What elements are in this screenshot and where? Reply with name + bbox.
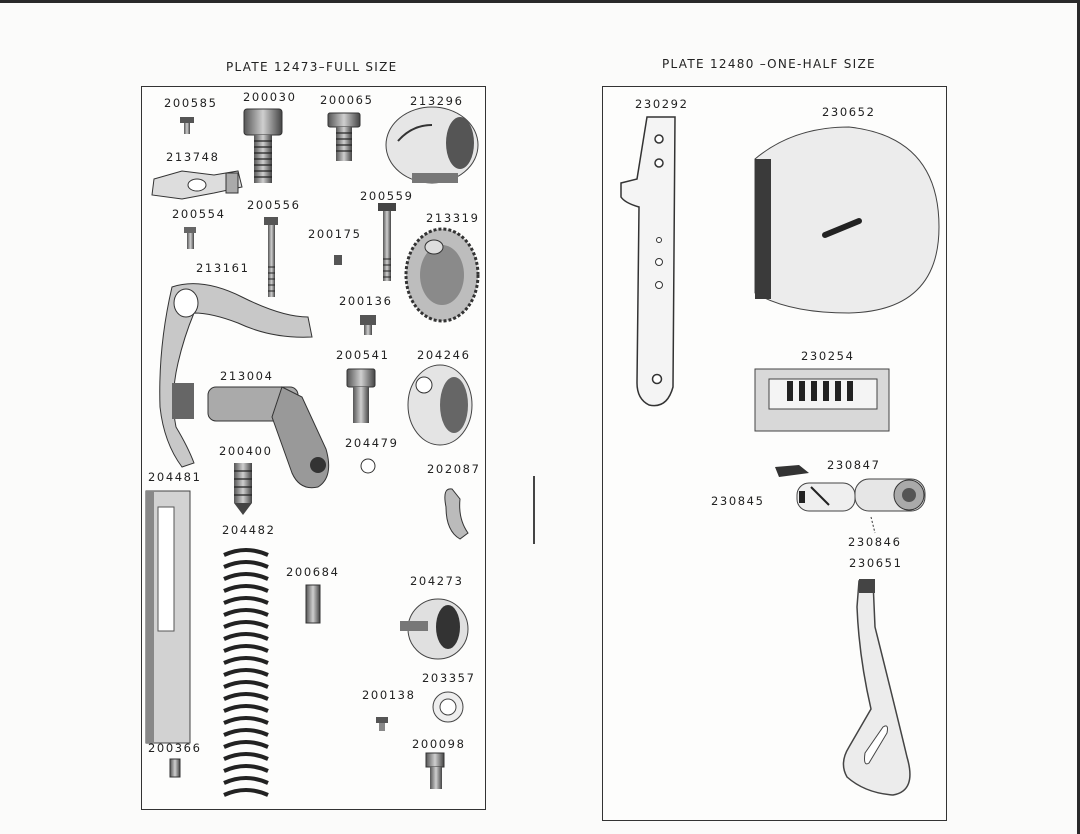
part-230845-illustration (796, 482, 856, 512)
part-label-204273: 204273 (410, 574, 464, 588)
part-230292-illustration (620, 116, 676, 407)
part-230847-illustration (775, 465, 809, 477)
scan-mark (533, 476, 535, 544)
part-label-200138: 200138 (362, 688, 416, 702)
part-label-200175: 200175 (308, 227, 362, 241)
page-border-top (0, 0, 1080, 3)
part-label-200556: 200556 (247, 198, 301, 212)
part-200554-illustration (184, 227, 196, 249)
part-label-204481: 204481 (148, 470, 202, 484)
part-230651-illustration (842, 579, 911, 796)
part-label-230651: 230651 (849, 556, 903, 570)
part-200541-illustration (346, 368, 376, 423)
part-label-200030: 200030 (243, 90, 297, 104)
part-label-213161: 213161 (196, 261, 250, 275)
part-label-200684: 200684 (286, 565, 340, 579)
part-230254-illustration (754, 368, 890, 432)
part-213161-illustration (159, 283, 313, 468)
part-label-200065: 200065 (320, 93, 374, 107)
part-204273-illustration (400, 598, 469, 660)
part-label-200559: 200559 (360, 189, 414, 203)
part-label-200541: 200541 (336, 348, 390, 362)
part-200030-illustration (243, 108, 283, 183)
part-label-230845: 230845 (711, 494, 765, 508)
part-label-204482: 204482 (222, 523, 276, 537)
part-label-202087: 202087 (427, 462, 481, 476)
part-213296-illustration (385, 106, 479, 184)
part-204482-illustration (223, 548, 269, 797)
part-230846-illustration (854, 478, 926, 534)
part-label-230254: 230254 (801, 349, 855, 363)
part-213004-illustration (207, 386, 330, 489)
part-200585-illustration (180, 117, 194, 134)
part-213748-illustration (151, 170, 243, 200)
part-213319-illustration (404, 227, 480, 323)
part-label-200366: 200366 (148, 741, 202, 755)
part-label-204246: 204246 (417, 348, 471, 362)
part-label-213004: 213004 (220, 369, 274, 383)
part-200366-illustration (169, 758, 181, 778)
part-label-230292: 230292 (635, 97, 689, 111)
part-label-203357: 203357 (422, 671, 476, 685)
right-plate-title: PLATE 12480 –ONE-HALF SIZE (662, 57, 876, 71)
part-label-200400: 200400 (219, 444, 273, 458)
right-plate-parts-illustration (620, 116, 940, 796)
part-label-230847: 230847 (827, 458, 881, 472)
part-200138-illustration (376, 717, 388, 731)
part-label-213748: 213748 (166, 150, 220, 164)
part-200098-illustration (425, 752, 445, 789)
part-label-200136: 200136 (339, 294, 393, 308)
part-label-213296: 213296 (410, 94, 464, 108)
part-label-200098: 200098 (412, 737, 466, 751)
part-label-213319: 213319 (426, 211, 480, 225)
part-230652-illustration (754, 126, 940, 314)
part-200400-illustration (234, 463, 252, 515)
left-plate-title: PLATE 12473–FULL SIZE (226, 60, 398, 74)
part-204246-illustration (407, 364, 473, 446)
part-204479-illustration (360, 458, 376, 474)
part-label-230652: 230652 (822, 105, 876, 119)
part-200175-illustration (334, 255, 342, 265)
left-plate-parts-illustration (145, 106, 480, 797)
part-label-200554: 200554 (172, 207, 226, 221)
part-203357-illustration (432, 691, 464, 723)
part-200556-illustration (264, 217, 278, 297)
part-204481-illustration (145, 490, 191, 744)
part-200684-illustration (305, 584, 321, 624)
part-202087-illustration (444, 488, 469, 540)
part-label-200585: 200585 (164, 96, 218, 110)
part-label-230846: 230846 (848, 535, 902, 549)
part-label-204479: 204479 (345, 436, 399, 450)
page-border-right (1077, 0, 1080, 834)
right-plate-panel: 230292 230652 230254 230847 230845 23084… (602, 86, 947, 821)
part-200559-illustration (378, 203, 396, 281)
part-200065-illustration (327, 112, 361, 161)
part-200136-illustration (360, 315, 376, 335)
left-plate-panel: 200585 200030 200065 213296 213748 20055… (141, 86, 486, 810)
